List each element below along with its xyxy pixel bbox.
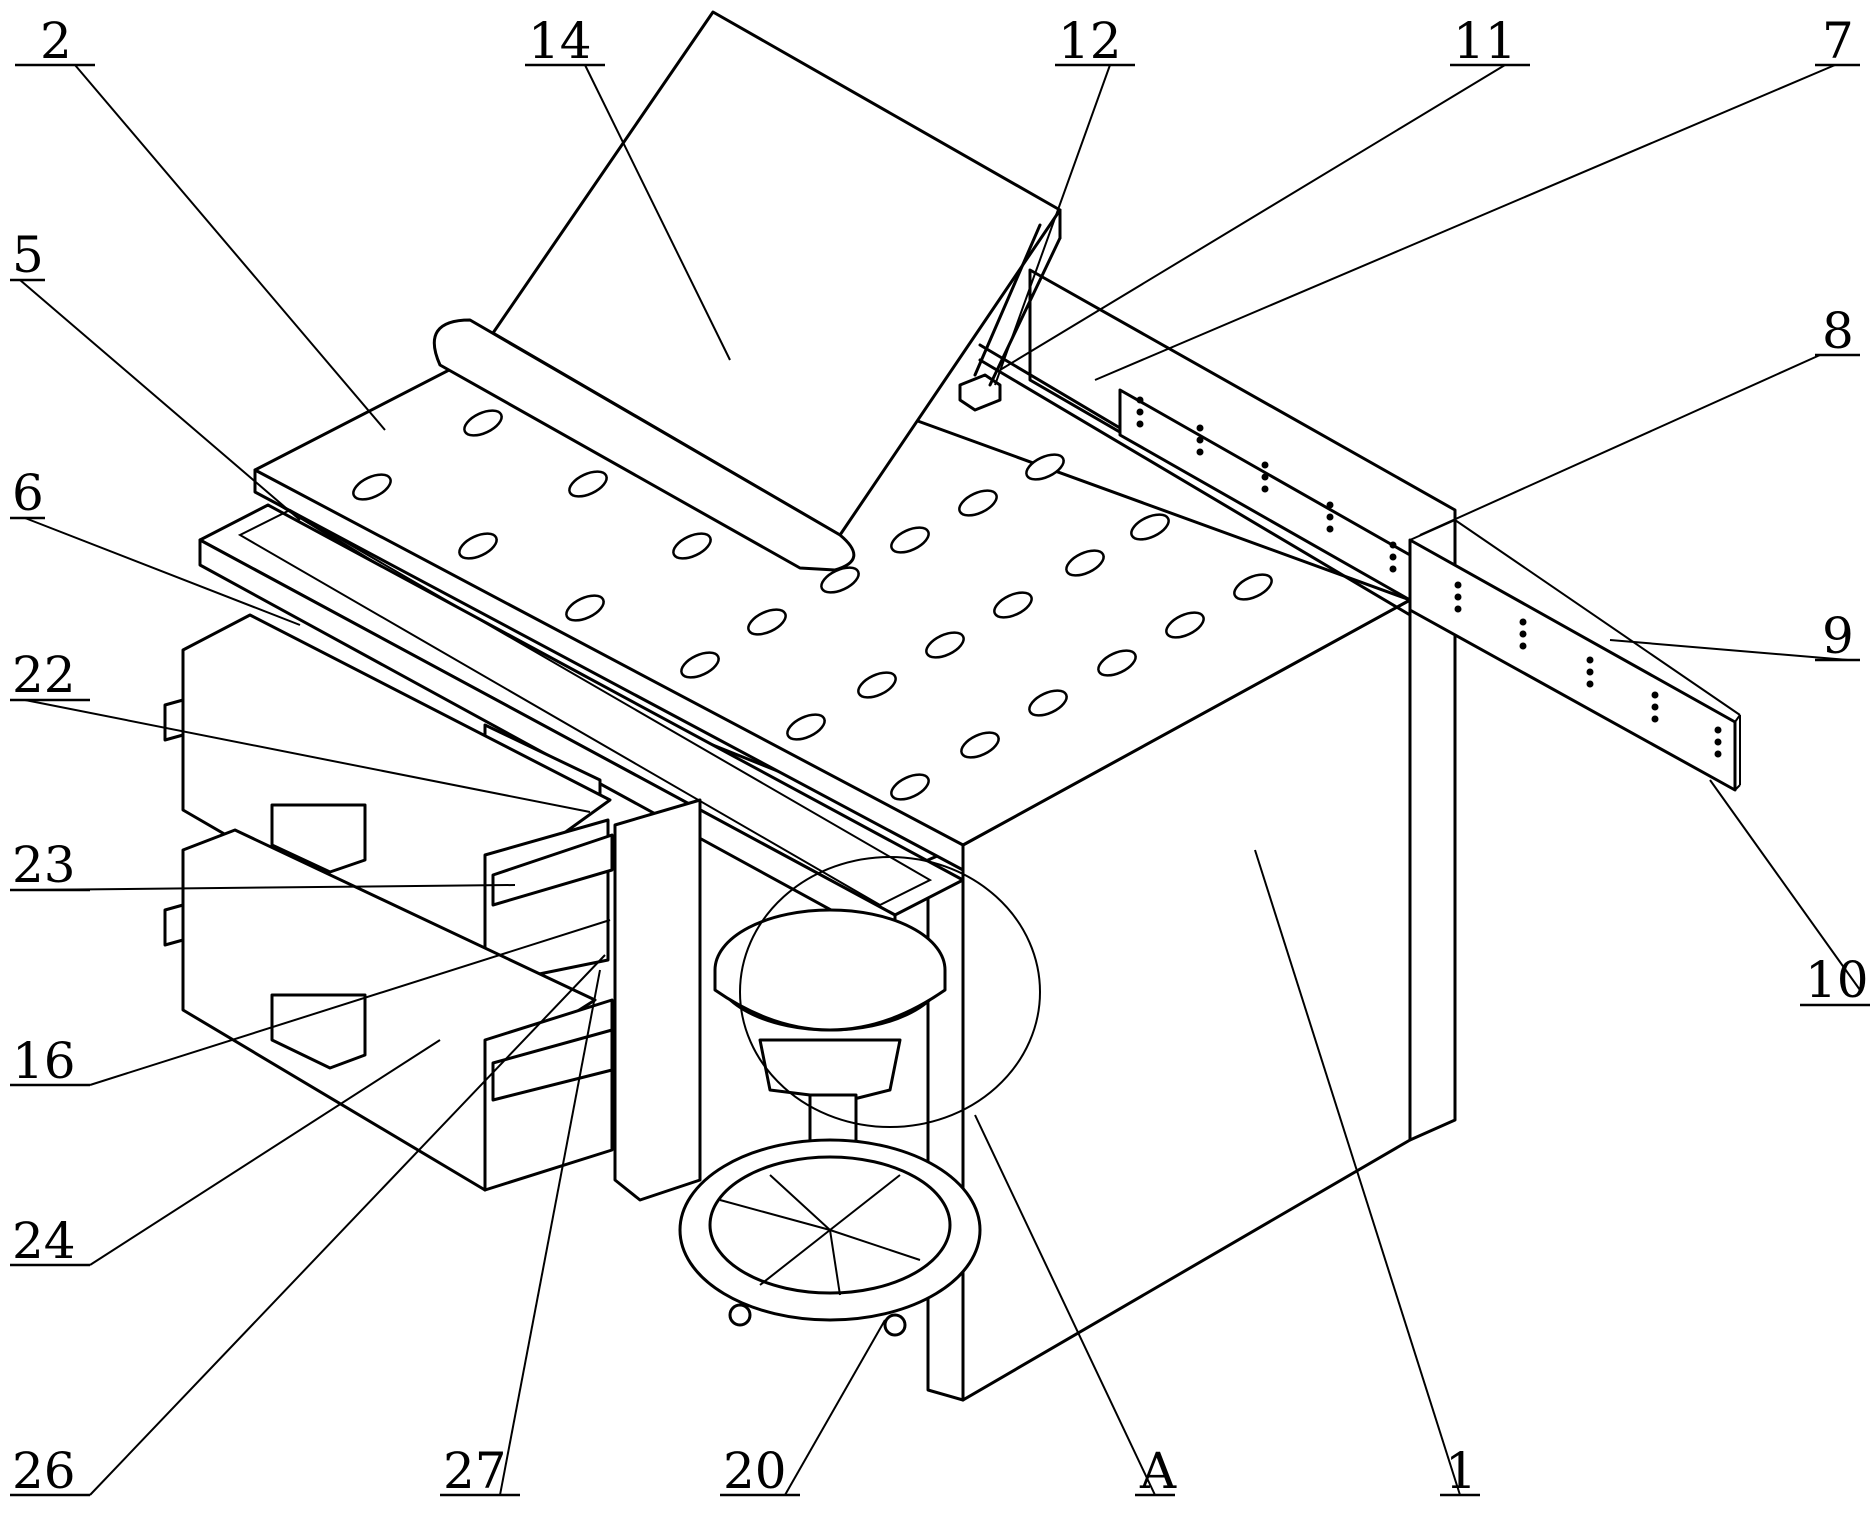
detail-circle-a bbox=[739, 856, 1041, 1128]
label-underlines bbox=[10, 63, 1870, 1497]
label-11: 11 bbox=[1453, 12, 1517, 70]
slot bbox=[958, 489, 998, 517]
label-24: 24 bbox=[12, 1212, 76, 1270]
slot bbox=[680, 651, 720, 679]
slot bbox=[925, 631, 965, 659]
label-20: 20 bbox=[723, 1442, 787, 1500]
drawer-lower-rail bbox=[491, 1028, 614, 1102]
drawer-lower-tab bbox=[163, 903, 185, 947]
slot bbox=[1165, 611, 1205, 639]
leg-panel bbox=[613, 798, 702, 1202]
slot bbox=[1025, 453, 1065, 481]
spoke bbox=[759, 1229, 831, 1286]
reference-labels: 2 14 12 11 7 5 8 6 22 9 23 10 16 24 26 2… bbox=[12, 12, 1869, 1500]
slot bbox=[1097, 649, 1137, 677]
tilt-board bbox=[432, 10, 1062, 572]
label-22: 22 bbox=[12, 646, 76, 704]
label-A: A bbox=[1139, 1442, 1177, 1500]
slot bbox=[960, 731, 1000, 759]
caster bbox=[728, 1303, 752, 1327]
label-10: 10 bbox=[1805, 951, 1869, 1009]
slot bbox=[857, 671, 897, 699]
spoke bbox=[829, 1174, 901, 1231]
label-23: 23 bbox=[12, 836, 76, 894]
label-2: 2 bbox=[40, 12, 72, 70]
seat-hub bbox=[758, 1038, 902, 1102]
tabletop-slots bbox=[352, 409, 1273, 801]
bracket bbox=[958, 373, 1002, 412]
board-roller bbox=[432, 318, 856, 572]
label-12: 12 bbox=[1058, 12, 1122, 70]
drawer-lower-handle bbox=[270, 993, 367, 1070]
label-7: 7 bbox=[1822, 12, 1854, 70]
slot bbox=[1233, 573, 1273, 601]
leader-lines bbox=[19, 64, 1861, 1496]
slot bbox=[565, 594, 605, 622]
label-6: 6 bbox=[12, 464, 44, 522]
bar-end bbox=[1734, 784, 1741, 791]
label-26: 26 bbox=[12, 1442, 76, 1500]
slot bbox=[458, 532, 498, 560]
label-1: 1 bbox=[1445, 1442, 1477, 1500]
spoke bbox=[829, 1229, 841, 1296]
cabinet-side-strip bbox=[1408, 578, 1457, 1142]
rail-line bbox=[978, 358, 1412, 617]
slot bbox=[352, 473, 392, 501]
slot bbox=[890, 526, 930, 554]
bar-holes bbox=[1136, 396, 1722, 758]
slot bbox=[1028, 689, 1068, 717]
caster bbox=[883, 1313, 907, 1337]
drawer-upper-handle bbox=[270, 803, 367, 874]
spoke bbox=[829, 1229, 921, 1261]
tray-inner bbox=[237, 508, 933, 907]
label-16: 16 bbox=[12, 1032, 76, 1090]
spoke bbox=[769, 1174, 831, 1231]
slot bbox=[1065, 549, 1105, 577]
slot bbox=[463, 409, 503, 437]
label-14: 14 bbox=[528, 12, 592, 70]
slot bbox=[747, 608, 787, 636]
board-support bbox=[988, 236, 1062, 387]
label-9: 9 bbox=[1822, 607, 1854, 665]
slot bbox=[1130, 513, 1170, 541]
board-support bbox=[973, 223, 1042, 377]
footring-inner bbox=[708, 1155, 952, 1295]
drawer-upper bbox=[163, 613, 614, 987]
cabinet-edge bbox=[926, 843, 965, 1402]
cabinet-body bbox=[926, 268, 1457, 1402]
spoke bbox=[719, 1199, 831, 1231]
slot bbox=[993, 591, 1033, 619]
bar-top-edge bbox=[1454, 519, 1741, 716]
slot bbox=[568, 470, 608, 498]
drawer-upper-tab bbox=[163, 698, 185, 742]
drawer-upper-rail bbox=[491, 833, 614, 907]
label-8: 8 bbox=[1822, 302, 1854, 360]
tabletop-front-edge bbox=[253, 468, 965, 872]
slot bbox=[672, 532, 712, 560]
label-5: 5 bbox=[12, 226, 44, 284]
slot bbox=[786, 713, 826, 741]
label-27: 27 bbox=[443, 1442, 507, 1500]
extension-bar bbox=[1408, 538, 1737, 792]
slot bbox=[890, 773, 930, 801]
seat-rim bbox=[713, 970, 947, 1032]
stool bbox=[678, 908, 982, 1337]
